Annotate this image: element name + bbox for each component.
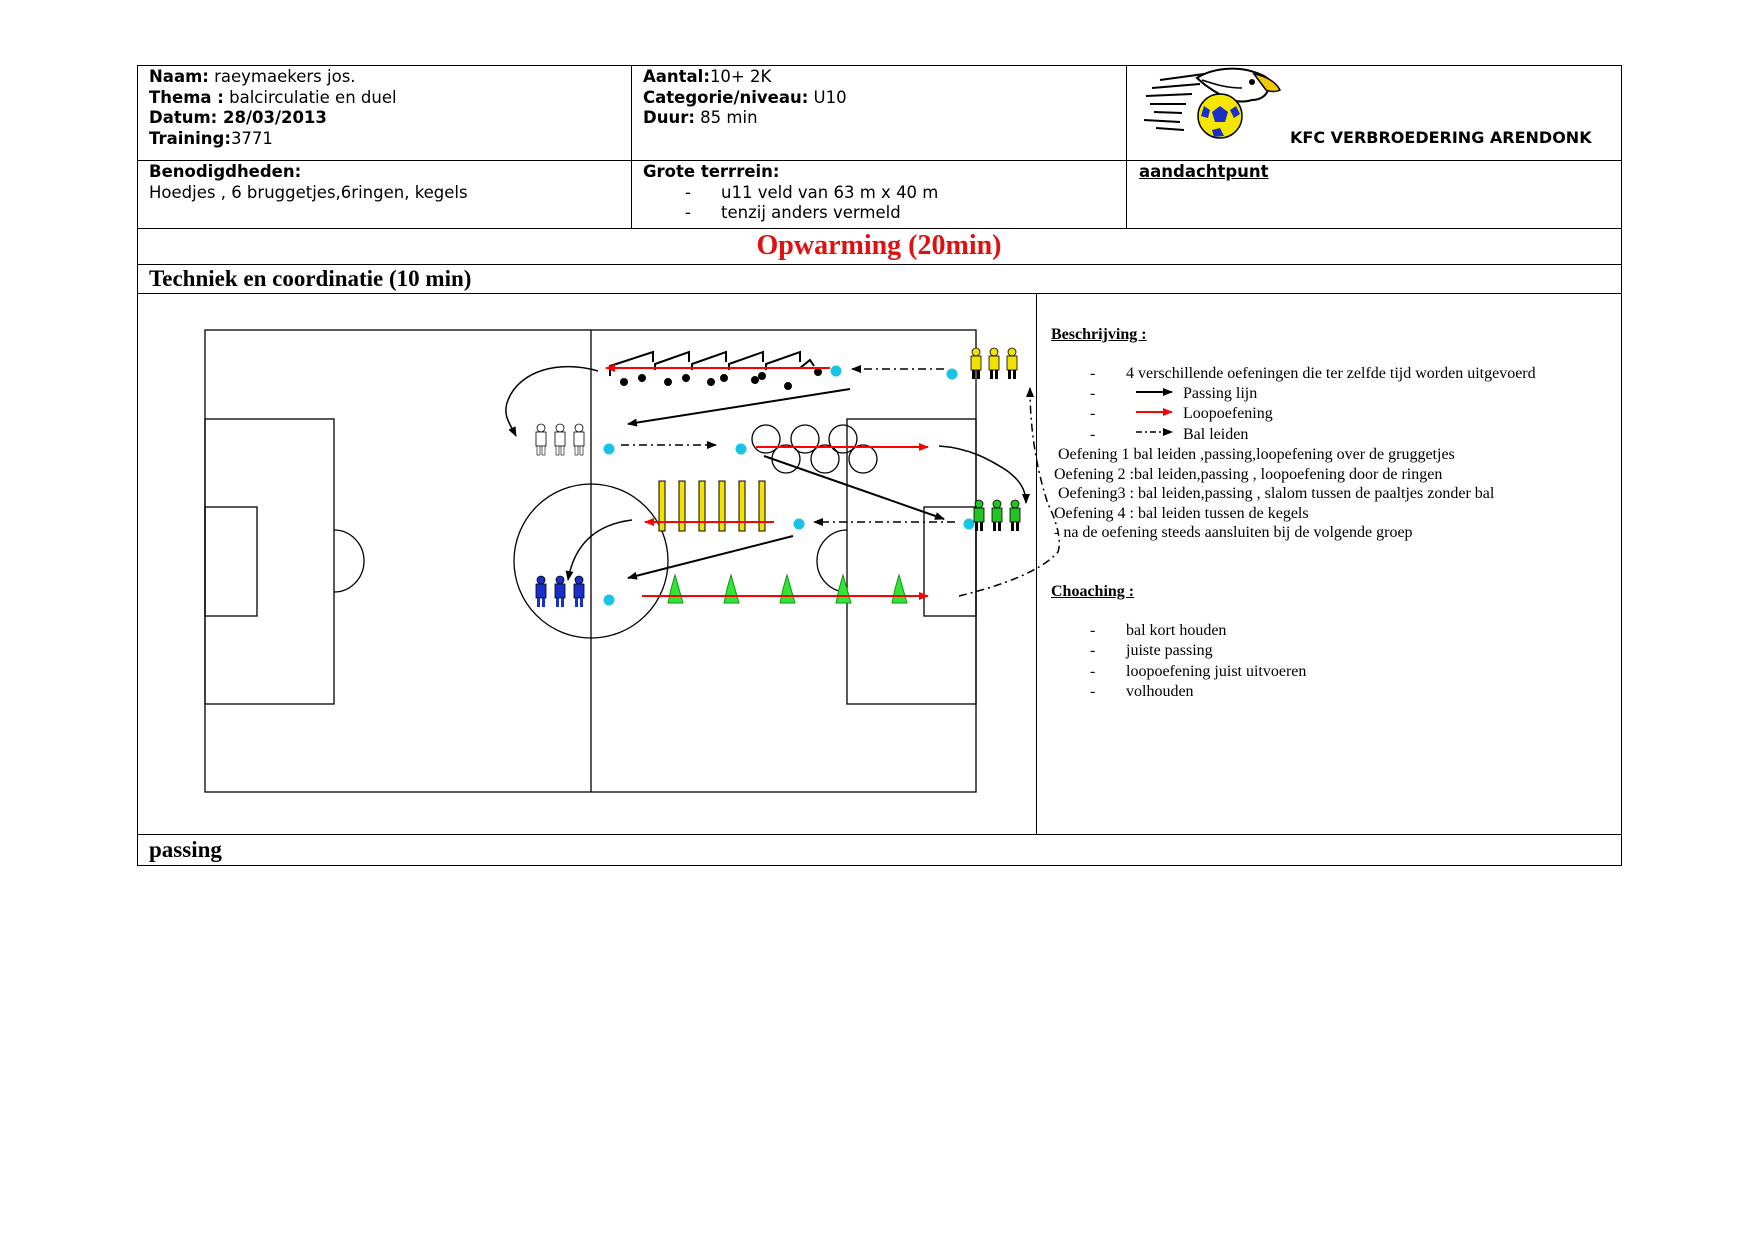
passing-arrows xyxy=(627,388,945,580)
coaching-item: juiste passing xyxy=(1126,642,1213,659)
players-blue xyxy=(535,575,585,607)
description-line1: 4 verschillende oefeningen die ter zelfd… xyxy=(1126,365,1536,382)
coaching-bullet: - xyxy=(1090,642,1096,659)
attention-label: aandachtpunt xyxy=(1139,162,1269,181)
exercise-4-text: Oefening 4 : bal leiden tussen de kegels xyxy=(1054,505,1309,522)
players-yellow xyxy=(970,347,1018,379)
field-item: - u11 veld van 63 m x 40 m xyxy=(685,182,939,202)
field-cell: Grote terrrein: - u11 veld van 63 m x 40… xyxy=(643,162,1121,224)
description-bullet: - xyxy=(1090,365,1096,382)
pitch-lines xyxy=(204,329,977,793)
section-title-technique: Techniek en coordinatie (10 min) xyxy=(149,266,472,291)
count-label: Aantal: xyxy=(643,67,710,86)
football-icon xyxy=(1197,93,1243,139)
coaching-heading: Choaching : xyxy=(1051,583,1135,600)
coaching-bullet: - xyxy=(1090,622,1096,639)
exercise-2-text: Oefening 2 :bal leiden,passing , loopoef… xyxy=(1054,466,1443,483)
coaching-item: volhouden xyxy=(1126,683,1194,700)
field-item-text: tenzij anders vermeld xyxy=(721,203,901,222)
legend-passing-label: Passing lijn xyxy=(1183,385,1258,402)
coaching-item: loopoefening juist uitvoeren xyxy=(1126,663,1307,680)
rings-obstacles xyxy=(751,424,878,474)
description-bullet: - xyxy=(1090,385,1096,402)
date-label: Datum: 28/03/2013 xyxy=(149,108,327,127)
theme-label: Thema : xyxy=(149,87,224,107)
description-bullet: - xyxy=(1090,405,1096,422)
legend-arrows xyxy=(1136,388,1173,436)
field-label: Grote terrrein: xyxy=(643,162,780,181)
legend-dribble-label: Bal leiden xyxy=(1183,426,1249,443)
header-info-middle: Aantal:10+ 2K Categorie/niveau: U10 Duur… xyxy=(643,67,1121,129)
field-item: - tenzij anders vermeld xyxy=(685,203,901,222)
training-label: Training: xyxy=(149,128,231,148)
exercise-3-text: Oefening3 : bal leiden,passing , slalom … xyxy=(1058,485,1495,502)
club-name: KFC VERBROEDERING ARENDONK xyxy=(1290,128,1592,147)
materials-value: Hoedjes , 6 bruggetjes,6ringen, kegels xyxy=(149,182,468,202)
attention-cell: aandachtpunt xyxy=(1139,162,1269,183)
warmup-title: Opwarming (20min) xyxy=(756,230,1002,261)
transfer-paths xyxy=(505,365,1030,581)
ball-markers xyxy=(603,365,975,606)
players-white xyxy=(535,423,585,456)
category-value: U10 xyxy=(808,87,847,107)
field-item-text: u11 veld van 63 m x 40 m xyxy=(721,182,939,202)
dribble-arrows xyxy=(621,365,1060,597)
section-title-passing: passing xyxy=(149,837,222,862)
materials-label: Benodigdheden: xyxy=(149,162,302,181)
players-green xyxy=(973,499,1021,531)
duration-value: 85 min xyxy=(694,108,758,127)
description-bullet: - xyxy=(1090,426,1096,443)
count-value: 10+ 2K xyxy=(709,67,772,86)
cones-obstacles xyxy=(667,573,908,604)
run-arrows xyxy=(605,364,929,600)
bridges-obstacles xyxy=(609,350,822,390)
exercise-5-text: - na de oefening steeds aansluiten bij d… xyxy=(1054,524,1413,541)
exercise-1-text: Oefening 1 bal leiden ,passing,loopefeni… xyxy=(1058,446,1455,463)
coaching-bullet: - xyxy=(1090,683,1096,700)
theme-value: balcirculatie en duel xyxy=(223,87,397,107)
training-value: 3771 xyxy=(230,128,273,148)
name-label: Naam: xyxy=(149,67,209,86)
duration-label: Duur: xyxy=(643,108,695,127)
poles-obstacles xyxy=(658,480,766,532)
coaching-bullet: - xyxy=(1090,663,1096,680)
category-label: Categorie/niveau: xyxy=(643,87,809,107)
header-info-left: Naam: raeymaekers jos. Thema : balcircul… xyxy=(149,67,627,149)
legend-run-label: Loopoefening xyxy=(1183,405,1273,422)
description-heading: Beschrijving : xyxy=(1051,326,1147,343)
materials-cell: Benodigdheden: Hoedjes , 6 bruggetjes,6r… xyxy=(149,162,627,203)
club-logo xyxy=(1143,67,1282,139)
name-value: raeymaekers jos. xyxy=(208,67,356,86)
coaching-item: bal kort houden xyxy=(1126,622,1227,639)
speed-lines-icon xyxy=(1143,73,1205,131)
